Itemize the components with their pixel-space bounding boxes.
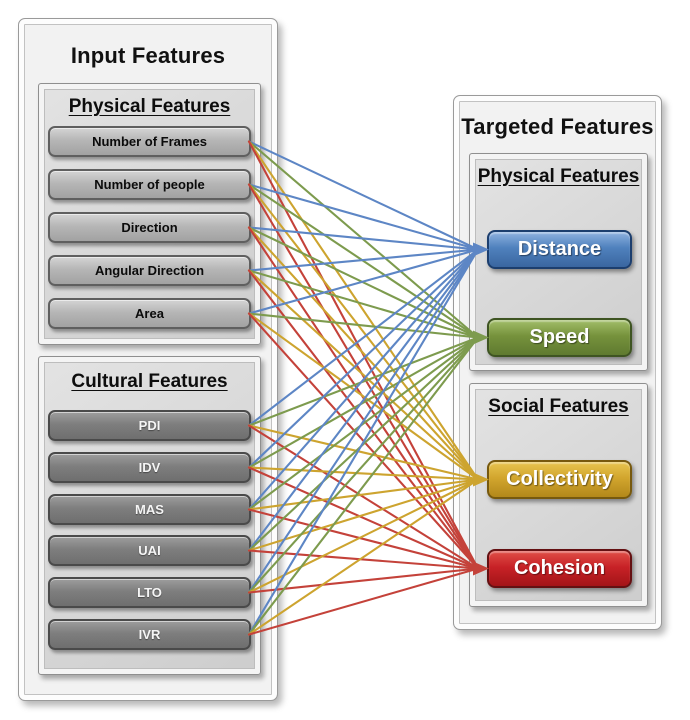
target-node-speed: Speed: [487, 318, 632, 357]
input-node-uai: UAI: [48, 535, 251, 566]
input-node-pdi: PDI: [48, 410, 251, 441]
input-node-area: Area: [48, 298, 251, 329]
input-cultural-features-heading: Cultural Features: [71, 371, 228, 392]
input-node-mas: MAS: [48, 494, 251, 525]
input-features-panel: Input Features Physical Features Number …: [18, 18, 278, 701]
input-physical-features-heading: Physical Features: [68, 96, 231, 117]
target-social-features-heading: Social Features: [488, 396, 629, 417]
input-node-ivr: IVR: [48, 619, 251, 650]
target-node-distance: Distance: [487, 230, 632, 269]
input-node-lto: LTO: [48, 577, 251, 608]
target-physical-features-group: Physical Features Distance Speed: [469, 153, 648, 371]
input-node-number-of-people: Number of people: [48, 169, 251, 200]
input-node-idv: IDV: [48, 452, 251, 483]
input-physical-features-group: Physical Features Number of Frames Numbe…: [38, 83, 261, 345]
input-node-direction: Direction: [48, 212, 251, 243]
input-cultural-features-group: Cultural Features PDI IDV MAS UAI LTO IV…: [38, 356, 261, 675]
target-node-collectivity: Collectivity: [487, 460, 632, 499]
targeted-features-title: Targeted Features: [461, 114, 654, 139]
target-physical-features-heading: Physical Features: [477, 166, 640, 187]
input-node-angular-direction: Angular Direction: [48, 255, 251, 286]
input-features-title: Input Features: [70, 43, 226, 68]
target-social-features-group: Social Features Collectivity Cohesion: [469, 383, 648, 607]
input-node-number-of-frames: Number of Frames: [48, 126, 251, 157]
target-node-cohesion: Cohesion: [487, 549, 632, 588]
targeted-features-panel: Targeted Features Physical Features Dist…: [453, 95, 662, 630]
